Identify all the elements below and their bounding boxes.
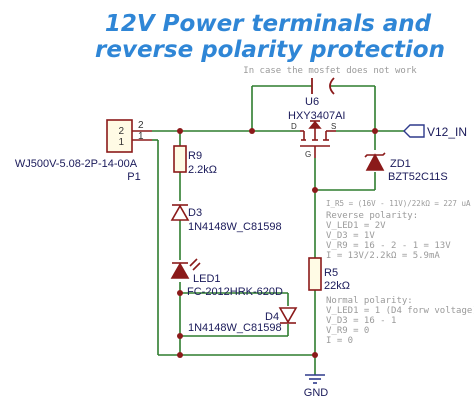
note-line: V_LED1 = 1 (D4 forw voltage) <box>326 306 474 316</box>
title-line-2: reverse polarity protection <box>95 37 445 63</box>
note-line: I = 13V/2.2kΩ = 5.9mA <box>326 251 440 261</box>
mosfet-u6[interactable] <box>300 120 336 158</box>
connector-part: WJ500V-5.08-2P-14-00A <box>15 158 138 170</box>
gnd-label: GND <box>304 387 329 399</box>
led1-ref: LED1 <box>193 273 221 285</box>
note-line: V_R9 = 16 - 2 - 1 = 13V <box>326 241 451 251</box>
u6-pin-s: S <box>331 122 336 131</box>
ground-symbol[interactable] <box>305 374 325 384</box>
diode-d3[interactable] <box>170 204 190 221</box>
v12-in-net-flag[interactable] <box>403 124 425 138</box>
u6-pin-g: G <box>305 150 311 159</box>
d3-ref: D3 <box>188 207 202 219</box>
bypass-capacitor-symbol[interactable] <box>311 77 335 95</box>
note-line: V_D3 = 16 - 1 <box>326 316 396 326</box>
wires <box>152 85 404 375</box>
connector-p1[interactable]: 2 1 2 1 <box>106 119 152 153</box>
d4-ref: D4 <box>265 311 279 323</box>
u6-part: HXY3407AI <box>288 110 345 122</box>
r5-current-note: I_R5 = (16V - 11V)/22kΩ = 227 uA <box>326 199 471 208</box>
mosfet-note: In case the mosfet does not work <box>243 66 417 76</box>
zener-zd1[interactable] <box>364 152 386 171</box>
connector-pin1-net: 1 <box>138 131 144 142</box>
resistor-r5[interactable] <box>308 257 322 291</box>
note-line: Reverse polarity: <box>326 211 418 221</box>
reverse-polarity-notes: Reverse polarity: V_LED1 = 2V V_D3 = 1V … <box>326 211 451 261</box>
diode-d4[interactable] <box>278 307 298 324</box>
r9-value: 2.2kΩ <box>188 164 217 176</box>
note-line: Normal polarity: <box>326 296 413 306</box>
note-line: V_R9 = 0 <box>326 326 369 336</box>
zd1-ref: ZD1 <box>390 158 411 170</box>
connector-pin2-net: 2 <box>138 120 144 131</box>
connector-pin1-number: 1 <box>118 137 124 148</box>
note-line: V_D3 = 1V <box>326 231 375 241</box>
normal-polarity-notes: Normal polarity: V_LED1 = 1 (D4 forw vol… <box>326 296 474 346</box>
zd1-part: BZT52C11S <box>388 171 448 183</box>
note-line: I = 0 <box>326 336 353 346</box>
r5-ref: R5 <box>324 267 338 279</box>
d4-part: 1N4148W_C81598 <box>188 322 282 334</box>
connector-pin2-number: 2 <box>118 126 124 137</box>
title-line-1: 12V Power terminals and <box>105 11 432 37</box>
note-line: V_LED1 = 2V <box>326 221 386 231</box>
led1-part: FC-2012HRK-620D <box>187 286 283 298</box>
junctions <box>177 128 378 358</box>
led-led1[interactable] <box>170 258 201 279</box>
v12-in-label: V12_IN <box>427 125 467 139</box>
u6-pin-d: D <box>291 122 297 131</box>
r5-value: 22kΩ <box>324 280 350 292</box>
d3-part: 1N4148W_C81598 <box>188 221 282 233</box>
u6-ref: U6 <box>305 96 319 108</box>
connector-ref: P1 <box>127 171 140 183</box>
resistor-r9[interactable] <box>173 145 187 173</box>
r9-ref: R9 <box>188 150 202 162</box>
